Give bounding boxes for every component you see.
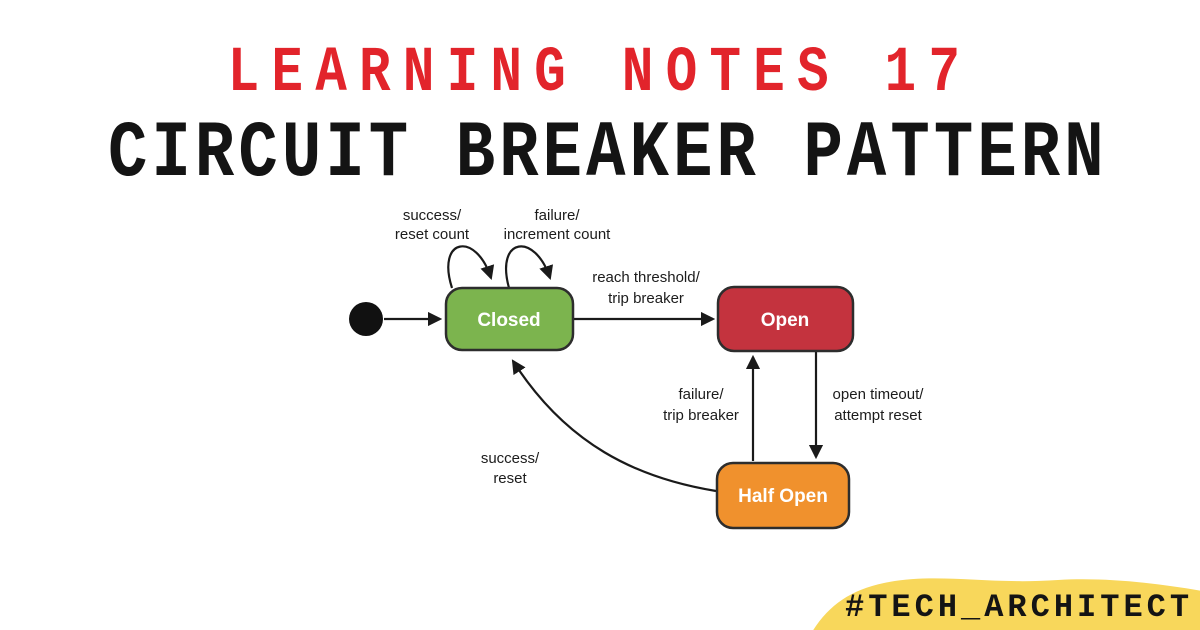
arrow-halfopen-to-closed (511, 359, 717, 493)
transition-label-success-reset-count: success/ reset count (394, 207, 470, 243)
initial-state-dot (349, 302, 383, 336)
arrow-closed-self-failure (505, 245, 554, 289)
transition-label-failure-increment-count: failure/ increment count (503, 207, 611, 243)
state-half-open-label: Half Open (738, 486, 828, 507)
transition-label-open-timeout: open timeout/ attempt reset (832, 386, 924, 424)
state-closed (444, 286, 575, 352)
state-half-open (715, 461, 851, 530)
state-open (716, 285, 855, 353)
transition-label-success-reset: success/ reset (480, 450, 540, 487)
state-open-label: Open (761, 310, 810, 331)
badge-hashtag: #TECH_ARCHITECT (845, 589, 1194, 626)
transition-label-failure-trip-breaker: failure/ trip breaker (663, 386, 739, 424)
page-title: LEARNING NOTES 17 (227, 38, 973, 110)
transition-label-reach-threshold: reach threshold/ trip breaker (592, 269, 700, 307)
badge-blob (813, 578, 1200, 630)
state-closed-label: Closed (477, 310, 540, 331)
arrow-closed-self-success (447, 245, 495, 289)
page-subtitle: CIRCUIT BREAKER PATTERN (108, 109, 1108, 200)
